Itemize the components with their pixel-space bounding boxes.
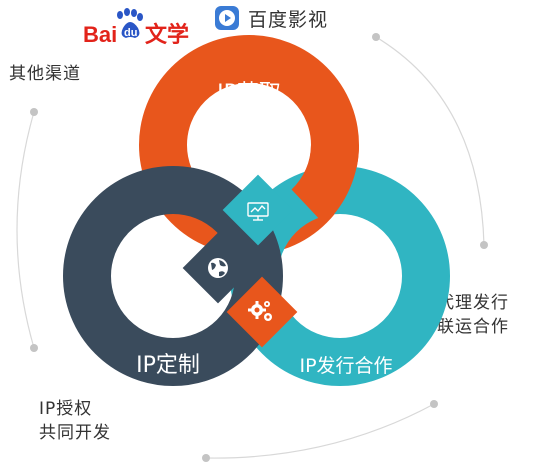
ring-label-ip-distribution: IP发行合作 xyxy=(299,355,392,377)
label-agency-line2: 联运合作 xyxy=(437,317,509,337)
arc-top-right xyxy=(375,36,485,246)
label-other-channels: 其他渠道 xyxy=(9,64,81,84)
ring-label-ip-customization: IP定制 xyxy=(136,353,200,378)
ring-ip-customization xyxy=(63,166,283,386)
baidu-video-brand: 百度影视 xyxy=(214,3,328,33)
video-brand-name: 百度影视 xyxy=(248,8,329,31)
arc-left xyxy=(16,111,35,349)
arc-dot xyxy=(372,33,380,41)
svg-text:du: du xyxy=(124,27,137,39)
arc-dot xyxy=(202,454,210,462)
ring-ip-acquisition-overlap xyxy=(290,143,359,225)
outer-arcs xyxy=(16,36,485,459)
label-ip-licensing: IP授权 共同开发 xyxy=(39,397,111,445)
monitor-chart-icon xyxy=(247,202,269,221)
label-ip-licensing-line1: IP授权 xyxy=(39,399,93,419)
globe-icon xyxy=(208,258,228,278)
arc-dots xyxy=(30,33,488,462)
svg-text:Bai: Bai xyxy=(83,22,117,47)
ring-label-ip-acquisition: IP获取 xyxy=(217,81,281,106)
arc-dot xyxy=(430,400,438,408)
baidu-wenxue-logo: Bai du 文学 xyxy=(83,8,189,48)
arc-dot xyxy=(30,344,38,352)
play-circle-icon xyxy=(215,6,239,30)
arc-bottom xyxy=(205,403,435,459)
arc-dot xyxy=(480,241,488,249)
label-agency-line1: 代理发行 xyxy=(437,293,509,313)
arc-dot xyxy=(30,108,38,116)
label-agency-distribution: 代理发行 联运合作 xyxy=(437,291,509,339)
gears-icon xyxy=(248,301,272,321)
svg-text:文学: 文学 xyxy=(145,22,189,48)
label-ip-licensing-line2: 共同开发 xyxy=(39,423,111,443)
baidu-paw-icon xyxy=(117,8,143,38)
